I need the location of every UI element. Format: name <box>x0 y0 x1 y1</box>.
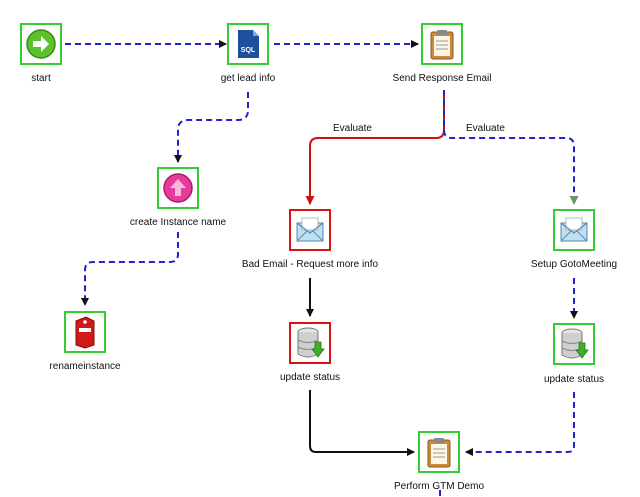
edge-send-response-to-bad-email <box>305 90 445 205</box>
node-label-bad-email: Bad Email - Request more info <box>241 259 379 270</box>
node-update-status-left[interactable] <box>289 322 331 364</box>
green-arrow-icon <box>26 29 56 59</box>
node-send-response-email[interactable] <box>421 23 463 65</box>
edge-update-left-to-perform-demo <box>309 390 415 456</box>
node-label-setup-gotomeeting: Setup GotoMeeting <box>530 259 618 270</box>
node-get-lead-info[interactable]: SQL <box>227 23 269 65</box>
node-start[interactable] <box>20 23 62 65</box>
sql-database-icon: SQL <box>238 30 259 58</box>
clipboard-icon <box>427 438 451 468</box>
edge-update-right-to-perform-demo <box>465 392 575 456</box>
edge-label-evaluate-right: Evaluate <box>466 123 505 134</box>
edge-label-evaluate-left: Evaluate <box>333 123 372 134</box>
node-setup-gotomeeting[interactable] <box>553 209 595 251</box>
node-label-update-status-left: update status <box>279 372 341 383</box>
envelope-icon <box>560 217 588 242</box>
node-bad-email[interactable] <box>289 209 331 251</box>
node-update-status-right[interactable] <box>553 323 595 365</box>
node-perform-gtm-demo[interactable] <box>418 431 460 473</box>
envelope-icon <box>296 217 324 242</box>
edge-send-response-to-setup-gtm <box>443 90 579 205</box>
node-label-renameinstance: renameinstance <box>49 361 121 372</box>
database-download-icon <box>561 328 589 359</box>
node-label-update-status-right: update status <box>543 374 605 385</box>
node-label-get-lead-info: get lead info <box>220 73 276 84</box>
clipboard-icon <box>430 30 454 60</box>
node-label-start: start <box>31 73 51 84</box>
edge-get-lead-info-to-create-instance <box>174 92 249 163</box>
node-create-instance-name[interactable] <box>157 167 199 209</box>
edge-create-instance-to-rename <box>81 232 179 306</box>
database-download-icon <box>297 327 325 358</box>
node-label-perform-gtm-demo: Perform GTM Demo <box>393 481 485 492</box>
node-renameinstance[interactable] <box>64 311 106 353</box>
svg-text:SQL: SQL <box>241 47 256 54</box>
pink-up-arrow-icon <box>163 173 193 203</box>
node-label-create-instance-name: create Instance name <box>129 217 227 228</box>
node-label-send-response-email: Send Response Email <box>392 73 492 84</box>
red-tag-icon <box>75 316 95 349</box>
